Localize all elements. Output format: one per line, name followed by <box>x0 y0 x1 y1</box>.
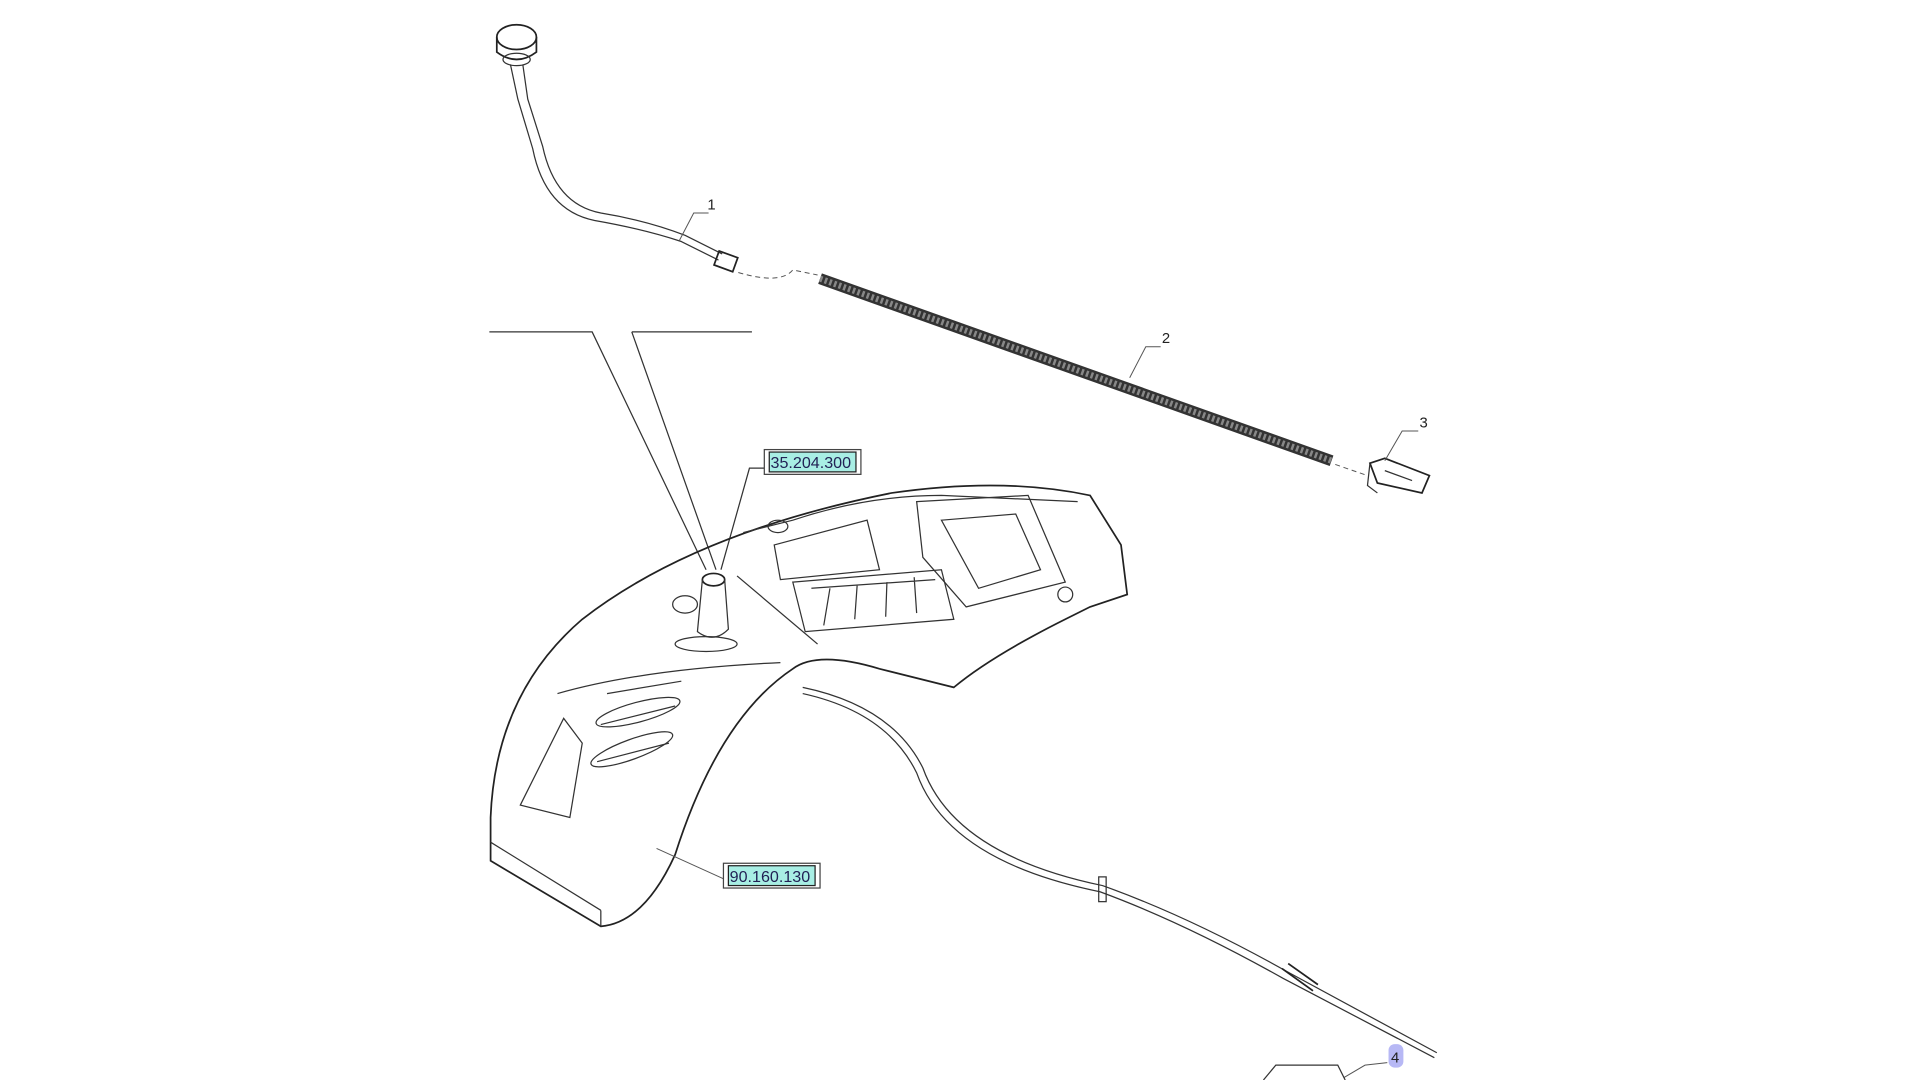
reference-label[interactable]: 35.204.300 <box>771 454 852 472</box>
reference-label[interactable]: 90.160.130 <box>730 868 811 886</box>
callout-1[interactable]: 1 <box>707 197 715 213</box>
fender-console <box>489 484 1129 928</box>
callout-4[interactable]: 4 <box>1391 1051 1399 1067</box>
callout-3[interactable]: 3 <box>1419 415 1427 431</box>
part-2-conduit <box>818 273 1368 477</box>
callout-4-highlight <box>1388 1044 1404 1068</box>
cable <box>802 686 1438 1080</box>
part-3-connector <box>1366 457 1431 494</box>
reference-90-160-130[interactable]: 90.160.130 <box>722 862 821 889</box>
callout-2[interactable]: 2 <box>1162 331 1170 347</box>
reference-35-204-300[interactable]: 35.204.300 <box>763 448 862 475</box>
part-1-switch-harness <box>495 23 818 279</box>
